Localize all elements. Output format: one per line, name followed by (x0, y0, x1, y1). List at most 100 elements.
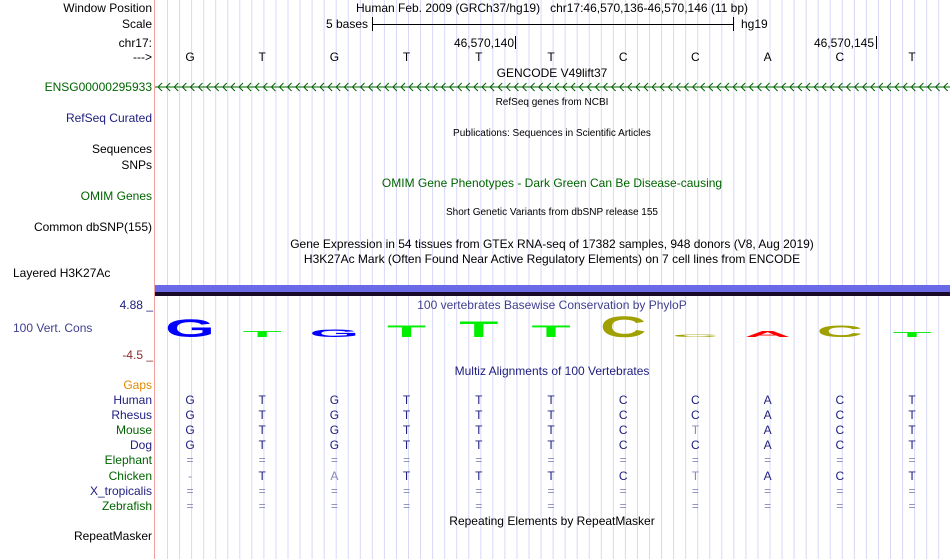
refseq-label[interactable]: RefSeq Curated (65, 111, 152, 125)
repeatmasker-title[interactable]: Repeating Elements by RepeatMasker (449, 514, 655, 528)
omim-label[interactable]: OMIM Genes (80, 189, 152, 203)
strand-arrow-icon (335, 82, 341, 92)
publications-label-snps[interactable]: SNPs (121, 158, 152, 172)
aligned-base: = (547, 483, 555, 498)
strand-arrow-icon (424, 82, 430, 92)
h3k27ac-signal-dark (155, 292, 950, 296)
reference-base: A (763, 50, 772, 64)
species-label-rhesus[interactable]: Rhesus (111, 408, 152, 423)
aligned-base: = (403, 483, 411, 498)
scale-label: Scale (121, 17, 152, 31)
strand-arrow-icon (554, 82, 560, 92)
aligned-base: T (402, 438, 411, 453)
strand-arrow-icon (294, 82, 301, 92)
aligned-base: G (185, 423, 195, 438)
strand-arrow-icon (578, 82, 584, 92)
gencode-gene-label[interactable]: ENSG00000295933 (44, 80, 152, 94)
strand-arrow-icon (837, 82, 843, 92)
aligned-base: = (186, 498, 194, 513)
aligned-base: = (764, 498, 772, 513)
aligned-base: T (402, 408, 411, 423)
strand-arrow-icon (902, 82, 908, 92)
h3k27ac-title[interactable]: H3K27Ac Mark (Often Found Near Active Re… (303, 252, 801, 266)
strand-arrow-icon (270, 82, 276, 92)
publications-title[interactable]: Publications: Sequences in Scientific Ar… (453, 128, 651, 139)
strand-arrow-icon (367, 82, 373, 92)
omim-title[interactable]: OMIM Gene Phenotypes - Dark Green Can Be… (381, 176, 723, 190)
species-label-x_tropicalis[interactable]: X_tropicalis (89, 483, 152, 498)
aligned-base: T (908, 423, 916, 438)
aligned-base: T (547, 423, 555, 438)
aligned-base: T (258, 423, 266, 438)
species-label-elephant[interactable]: Elephant (104, 453, 152, 468)
reference-base: T (908, 50, 916, 64)
strand-arrow-icon (732, 82, 738, 92)
repeatmasker-label[interactable]: RepeatMasker (73, 529, 152, 543)
aligned-base: C (691, 393, 700, 407)
dbsnp-label[interactable]: Common dbSNP(155) (33, 220, 152, 234)
phylop-logo-letter: A (744, 330, 790, 339)
strand-arrow-icon (254, 82, 260, 92)
strand-arrow-icon (456, 82, 463, 92)
dbsnp-title[interactable]: Short Genetic Variants from dbSNP releas… (446, 207, 658, 218)
species-label-mouse[interactable]: Mouse (115, 423, 152, 438)
aligned-base: T (258, 393, 266, 407)
gene-feature-arrows[interactable] (155, 81, 950, 93)
aligned-base: = (908, 453, 916, 468)
strand-arrow-icon (570, 82, 576, 92)
strand-arrow-icon (740, 82, 746, 92)
phylop-title[interactable]: 100 vertebrates Basewise Conservation by… (417, 298, 687, 312)
publications-label-sequences[interactable]: Sequences (91, 142, 152, 156)
strand-arrow-icon (278, 82, 284, 92)
gencode-title[interactable]: GENCODE V49lift37 (496, 66, 608, 80)
cons-label[interactable]: 100 Vert. Cons (13, 321, 93, 335)
aligned-base: = (186, 453, 194, 468)
species-label-dog[interactable]: Dog (129, 438, 152, 453)
strand-arrow-icon (319, 82, 325, 92)
multiz-title[interactable]: Multiz Alignments of 100 Vertebrates (454, 364, 650, 378)
strand-arrow-icon (716, 82, 722, 92)
aligned-base: = (403, 498, 411, 513)
aligned-base: = (908, 483, 916, 498)
strand-arrow-icon (546, 82, 552, 92)
aligned-base: = (836, 453, 844, 468)
tick-mark-1 (515, 36, 516, 49)
phylop-logo-letter: C (817, 322, 863, 340)
strand-arrow-icon (448, 82, 454, 92)
strand-arrow-icon (813, 82, 819, 92)
aligned-base: = (475, 483, 483, 498)
strand-arrow-icon (497, 82, 503, 92)
aligned-base: T (475, 408, 483, 423)
species-label-zebrafish[interactable]: Zebrafish (101, 498, 152, 513)
strand-arrow-icon (303, 82, 309, 92)
reference-base: G (329, 50, 340, 64)
aligned-base: = (258, 498, 266, 513)
strand-arrow-icon (286, 82, 292, 92)
aligned-base: = (186, 483, 194, 498)
aligned-base: C (835, 408, 845, 423)
gaps-label[interactable]: Gaps (123, 378, 152, 392)
aligned-base: C (618, 423, 628, 438)
aligned-base: C (691, 408, 700, 423)
h3k27ac-label[interactable]: Layered H3K27Ac (13, 266, 111, 280)
cons-min-label: -4.5 _ (122, 348, 153, 362)
h3k27ac-signal-bar[interactable] (155, 285, 950, 292)
aligned-base: T (908, 438, 916, 453)
aligned-base: T (475, 468, 483, 483)
aligned-base: = (619, 453, 627, 468)
aligned-base: = (691, 498, 699, 513)
aligned-base: G (185, 393, 195, 407)
aligned-base: = (691, 483, 699, 498)
strand-arrow-icon (805, 82, 811, 92)
species-label-human[interactable]: Human (113, 393, 152, 407)
strand-arrow-icon (764, 82, 770, 92)
refseq-title[interactable]: RefSeq genes from NCBI (495, 97, 609, 108)
strand-arrow-icon (586, 82, 592, 92)
strand-arrow-icon (351, 82, 357, 92)
species-label-chicken[interactable]: Chicken (108, 468, 152, 483)
gtex-title[interactable]: Gene Expression in 54 tissues from GTEx … (290, 237, 814, 251)
aligned-base: = (403, 453, 411, 468)
reference-base: C (835, 50, 845, 64)
